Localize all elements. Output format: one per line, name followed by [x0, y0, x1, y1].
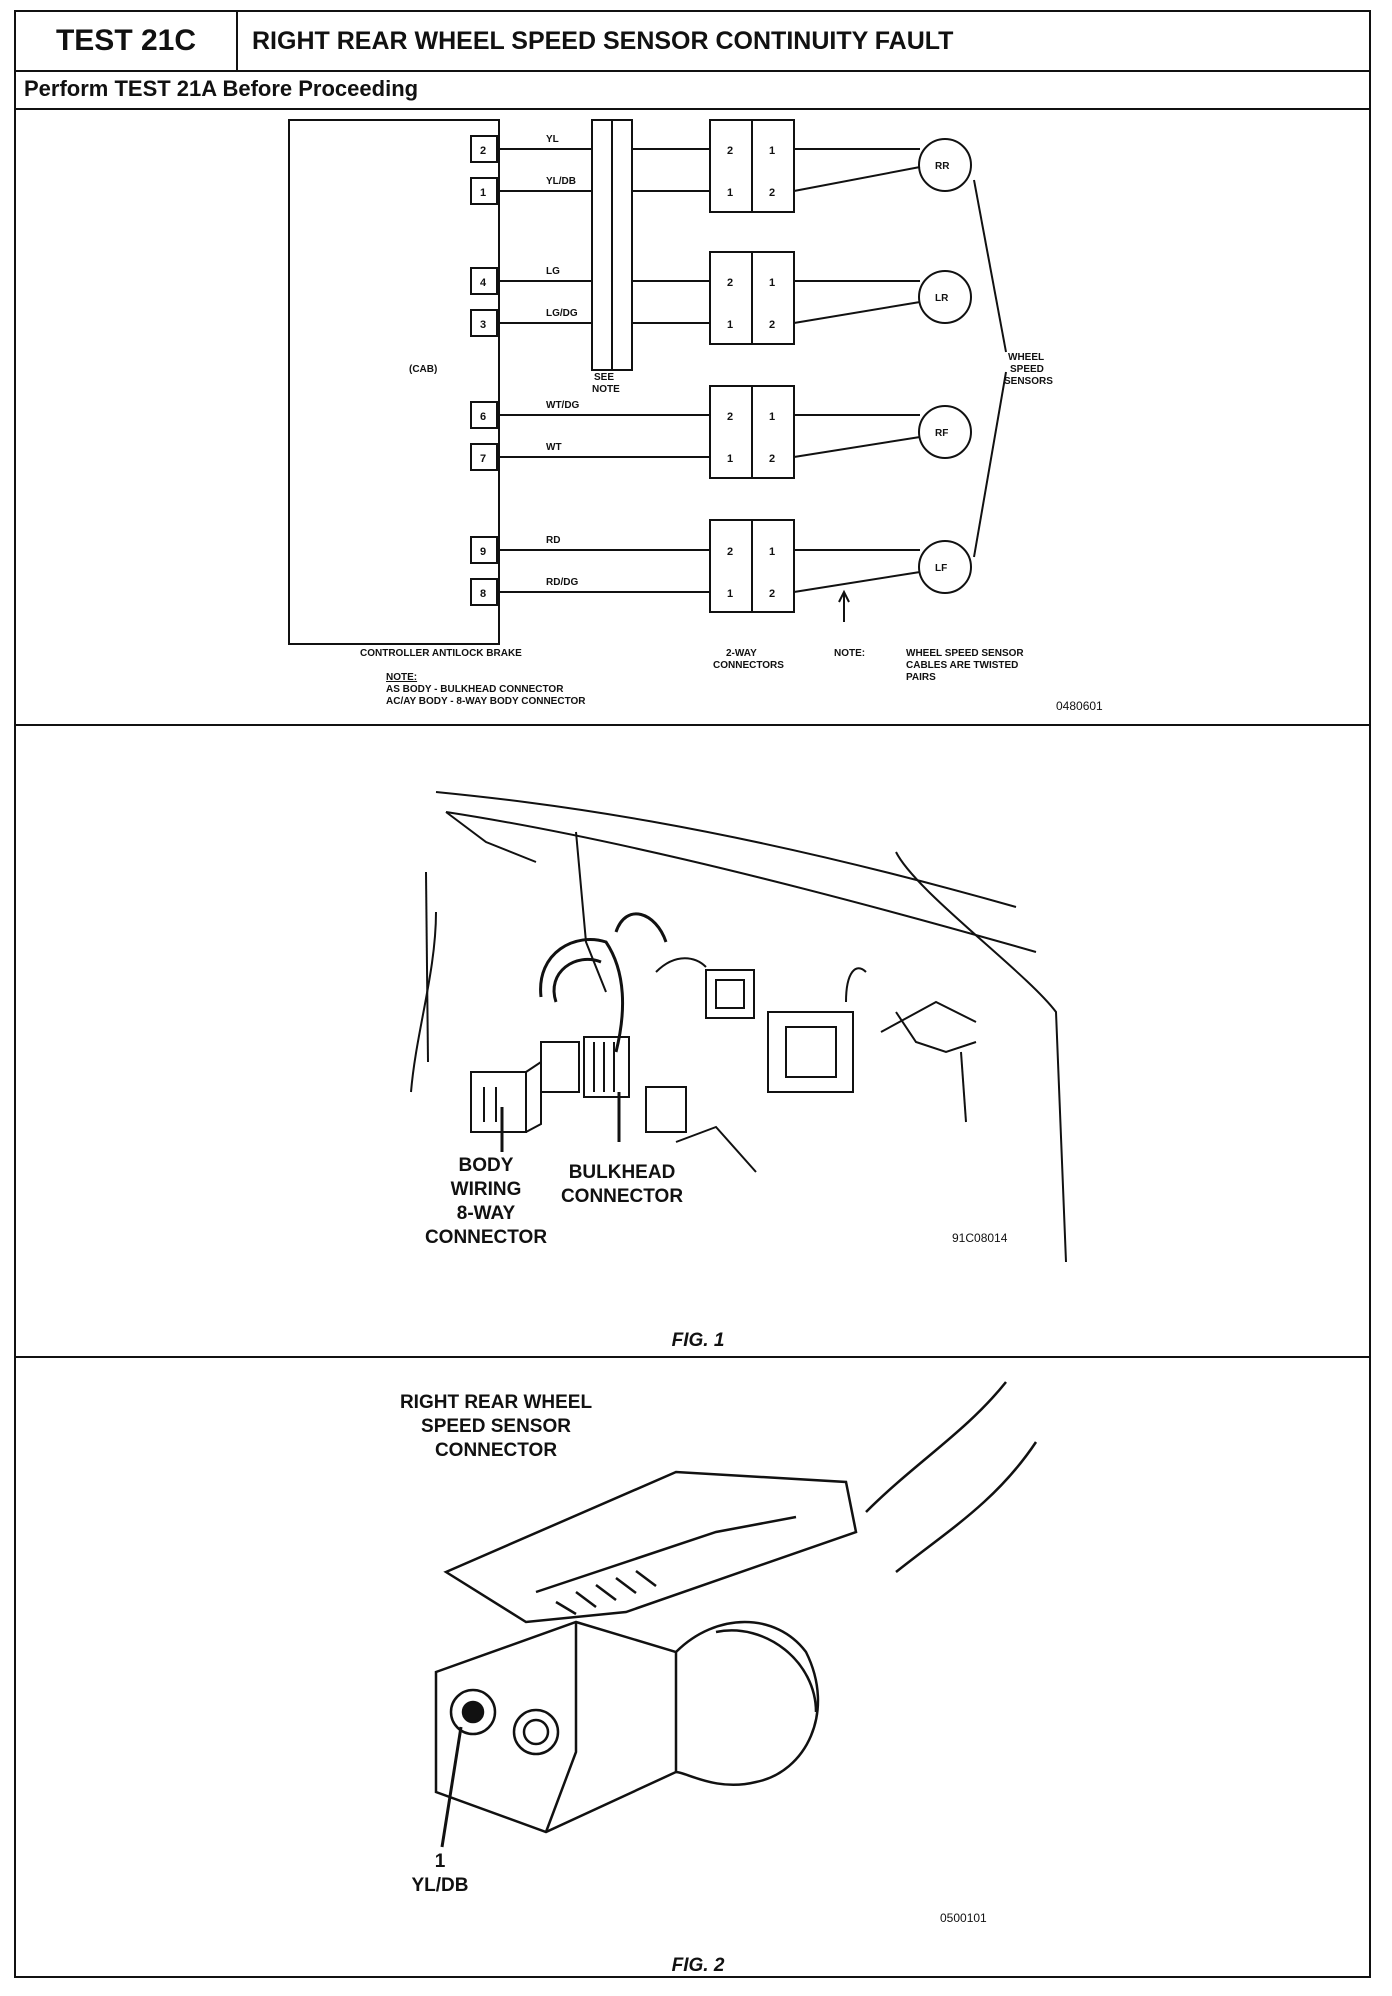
sensor-connector-label: CONNECTOR: [435, 1440, 557, 1461]
pin-number: 1: [480, 187, 486, 199]
connector-latch: [443, 1470, 858, 1624]
controller-box: [288, 119, 500, 645]
connector-pin: 2: [727, 546, 733, 558]
wire-color-label: RD/DG: [546, 577, 578, 588]
pin-number: 7: [480, 453, 486, 465]
wire-color-label: RD: [546, 535, 560, 546]
sensor-connector-label: RIGHT REAR WHEEL: [400, 1392, 593, 1413]
pin1-cavity: [461, 1700, 485, 1724]
pin-wire-label: YL/DB: [412, 1875, 469, 1896]
connector-pin: 1: [727, 588, 733, 600]
connector-pin: 2: [769, 453, 775, 465]
connectors-label: CONNECTORS: [713, 660, 784, 671]
figure-caption: FIG. 2: [672, 1955, 725, 1976]
cables-note: WHEEL SPEED SENSOR: [906, 648, 1024, 659]
channel-rf: [470, 385, 972, 479]
connector-pin: 1: [727, 453, 733, 465]
connector-pin: 1: [727, 319, 733, 331]
controller-label: CONTROLLER ANTILOCK BRAKE: [360, 648, 522, 659]
note-title: NOTE:: [386, 672, 417, 683]
section-divider: [16, 1356, 1369, 1358]
channel-lr: [470, 251, 972, 345]
body-connector-label: 8-WAY: [457, 1203, 516, 1224]
figure-code: 0480601: [1056, 699, 1103, 713]
sensor-label: LR: [935, 293, 949, 304]
illustrations: 2 1 4 3 6 7 9 8 YL YL/DB LG LG/DG WT/DG …: [288, 119, 1103, 1976]
pin-labels: 2 1 4 3 6 7 9 8 YL YL/DB LG LG/DG WT/DG …: [360, 134, 1103, 713]
wire-color-label: YL/DB: [546, 176, 576, 187]
bulkhead-connector-label: CONNECTOR: [561, 1186, 683, 1207]
sensor-label: RR: [935, 161, 950, 172]
connector-pin: 2: [727, 145, 733, 157]
test-id: TEST 21C: [16, 12, 238, 70]
wire-color-label: LG: [546, 266, 560, 277]
body-connector-label: BODY: [459, 1155, 514, 1176]
note-text: AC/AY BODY - 8-WAY BODY CONNECTOR: [386, 696, 586, 707]
wiring-schematic: [288, 119, 1007, 645]
pin-number: 6: [480, 411, 486, 423]
figure-code: 91C08014: [952, 1231, 1008, 1245]
bulkhead-connector: [583, 1036, 630, 1098]
see-note-label: SEE: [594, 372, 614, 383]
connector-pin: 1: [769, 277, 775, 289]
wire-color-label: WT/DG: [546, 400, 580, 411]
sensor-label: LF: [935, 563, 947, 574]
body-connector-label: WIRING: [451, 1179, 522, 1200]
figure-code: 0500101: [940, 1911, 987, 1925]
body-wiring-connector: [470, 1071, 527, 1133]
channel-rr: [470, 119, 972, 213]
see-note-label: NOTE: [592, 384, 620, 395]
connectors-label: 2-WAY: [726, 648, 757, 659]
connector-pin: 2: [727, 411, 733, 423]
test-page: TEST 21C RIGHT REAR WHEEL SPEED SENSOR C…: [14, 10, 1371, 1978]
prerequisite-note: Perform TEST 21A Before Proceeding: [16, 70, 1369, 110]
body-connector-label: CONNECTOR: [425, 1227, 547, 1248]
section-divider: [16, 724, 1369, 726]
figure1-illustration: [410, 791, 1067, 1263]
page-title: RIGHT REAR WHEEL SPEED SENSOR CONTINUITY…: [252, 26, 954, 55]
connector-pin: 1: [769, 546, 775, 558]
pin-number: 9: [480, 546, 486, 558]
cables-note: PAIRS: [906, 672, 936, 683]
figure1-labels: BODY WIRING 8-WAY CONNECTOR BULKHEAD CON…: [425, 1155, 1008, 1351]
sensors-label: WHEEL: [1008, 352, 1044, 363]
connector-pin: 1: [769, 411, 775, 423]
cables-note: CABLES ARE TWISTED: [906, 660, 1018, 671]
pin-number-label: 1: [435, 1851, 446, 1872]
connector-pin: 2: [769, 319, 775, 331]
channel-lf: [470, 519, 972, 613]
connector-pin: 2: [727, 277, 733, 289]
connector-pin: 1: [769, 145, 775, 157]
cab-label: (CAB): [409, 364, 437, 375]
sensors-label: SPEED: [1010, 364, 1044, 375]
pin-number: 4: [480, 277, 487, 289]
wire-color-label: YL: [546, 134, 559, 145]
connector-pin: 2: [769, 588, 775, 600]
connector-pin: 2: [769, 187, 775, 199]
wire-note-label: NOTE:: [834, 648, 865, 659]
figure-caption: FIG. 1: [672, 1330, 725, 1351]
figure2-labels: RIGHT REAR WHEEL SPEED SENSOR CONNECTOR …: [400, 1392, 987, 1976]
pin-number: 3: [480, 319, 486, 331]
sensor-label: RF: [935, 428, 948, 439]
pin-number: 2: [480, 145, 486, 157]
wire-color-label: WT: [546, 442, 562, 453]
connector-pin: 1: [727, 187, 733, 199]
wire-color-label: LG/DG: [546, 308, 578, 319]
bulkhead-connector-label: BULKHEAD: [569, 1162, 676, 1183]
sensor-connector-label: SPEED SENSOR: [421, 1416, 571, 1437]
figure2-illustration: [434, 1381, 1038, 1848]
page-header: TEST 21C RIGHT REAR WHEEL SPEED SENSOR C…: [16, 12, 1369, 72]
pin-number: 8: [480, 588, 486, 600]
note-text: AS BODY - BULKHEAD CONNECTOR: [386, 684, 564, 695]
sensors-label: SENSORS: [1004, 376, 1053, 387]
